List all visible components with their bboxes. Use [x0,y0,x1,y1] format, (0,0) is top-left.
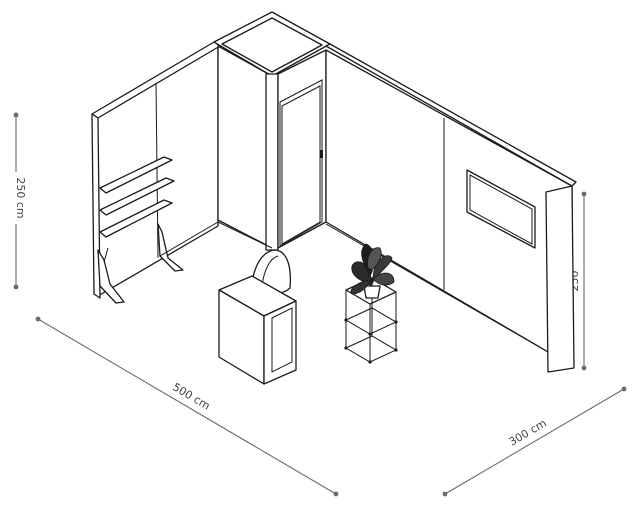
shelf-bottom [99,199,173,238]
shelf-bracket-right [157,223,184,272]
wall-screen [466,169,536,249]
door-handle-icon [320,150,323,158]
back-wall [325,43,577,373]
reception-counter [218,275,297,385]
potted-plant-icon [350,243,395,299]
dimension-height-left: 250 cm [9,112,27,290]
dimension-label-height-left: 250 cm [14,177,27,218]
dimension-depth: 300 cm [442,386,627,497]
left-wall [91,41,221,299]
shelf-bracket-left [97,249,125,304]
shelf-middle [99,177,175,216]
storage-room [213,11,331,251]
shelf-top [99,156,173,194]
wall-shelving [97,156,184,304]
